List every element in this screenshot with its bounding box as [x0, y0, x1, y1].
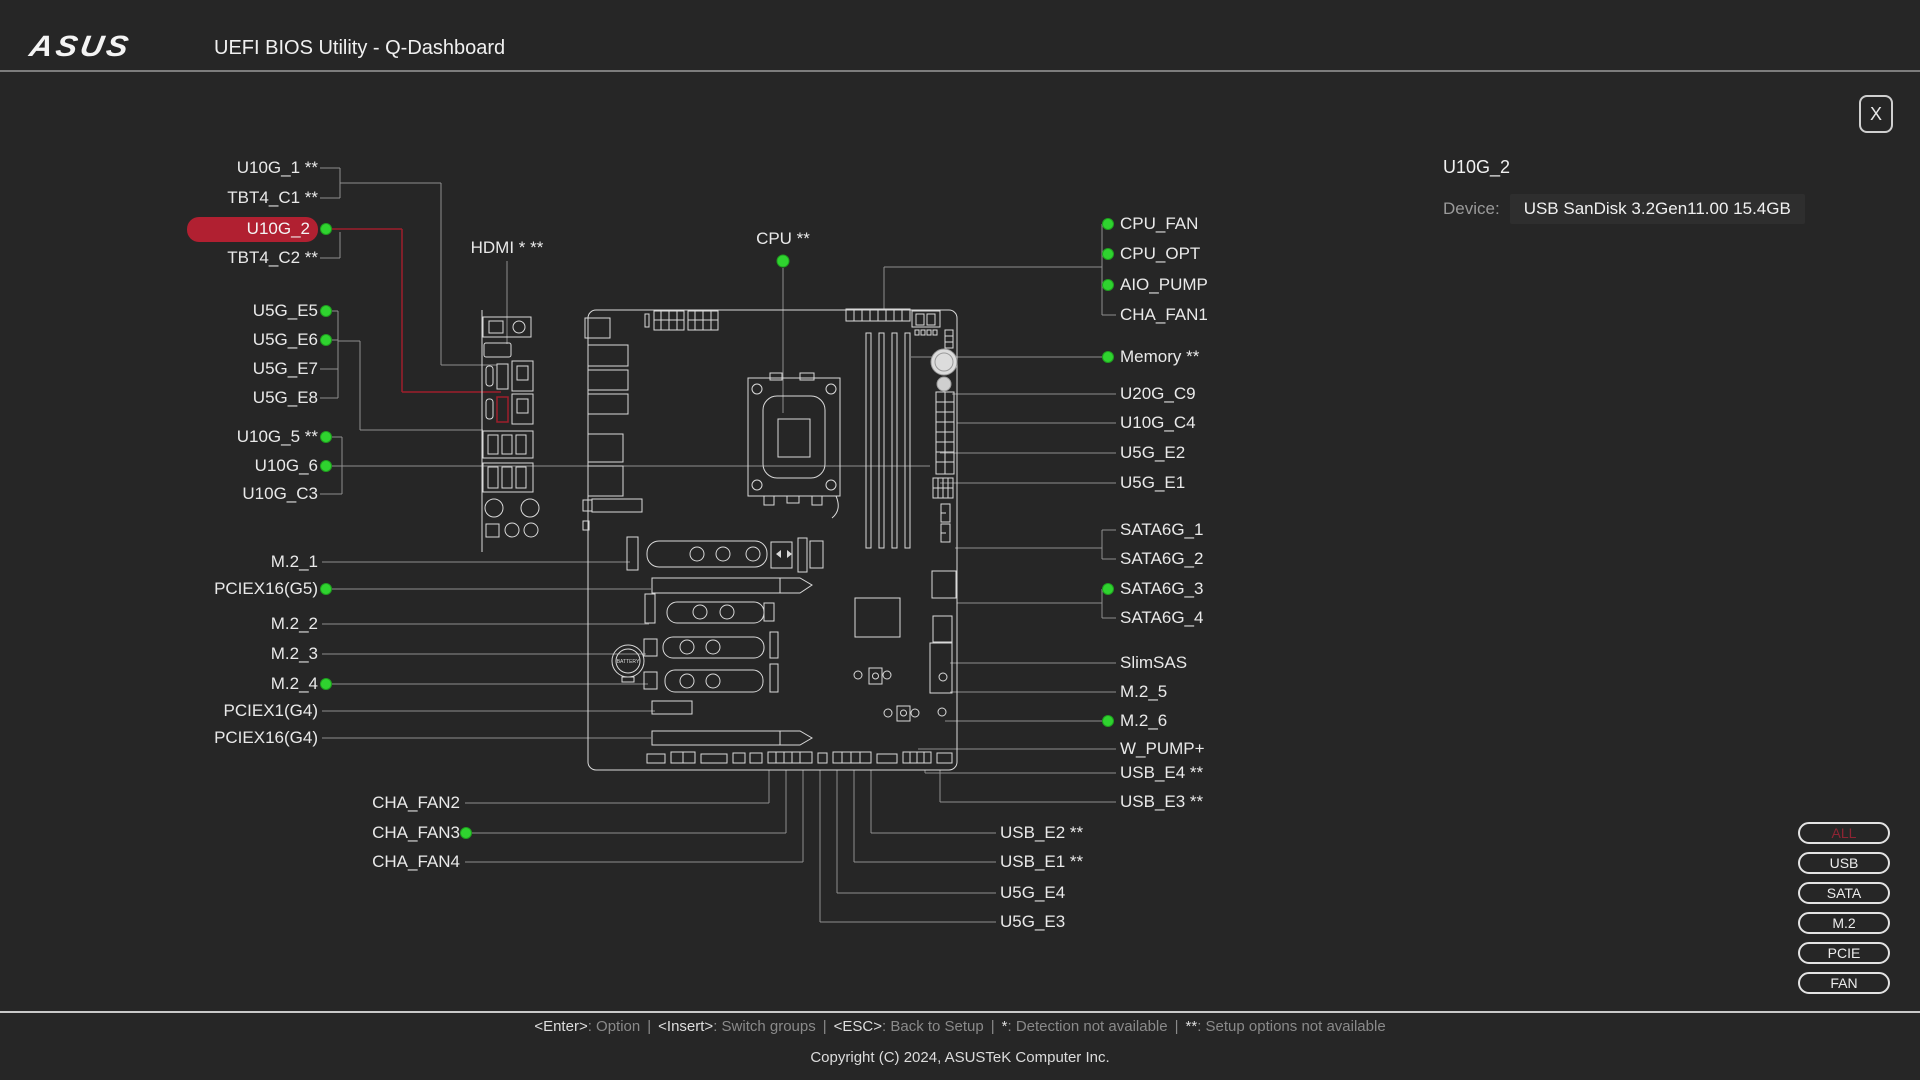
motherboard-outline	[481, 308, 958, 771]
port-label-sata6g-1[interactable]: SATA6G_1	[1120, 520, 1204, 539]
port-label-usb-e4[interactable]: USB_E4 **	[1120, 763, 1204, 782]
port-label-u10g-5[interactable]: U10G_5 **	[236, 427, 318, 446]
status-dot	[320, 678, 332, 690]
battery-label: BATTERY	[617, 659, 640, 665]
device-label: Device:	[1443, 199, 1500, 218]
filter-button-sata[interactable]: SATA	[1798, 882, 1890, 904]
status-dot	[1102, 279, 1114, 291]
help-desc-enter: : Option	[587, 1018, 641, 1035]
port-label-hdmi[interactable]: HDMI * **	[470, 238, 544, 257]
port-label-u5g-e1[interactable]: U5G_E1	[1120, 473, 1186, 492]
filter-button-pcie[interactable]: PCIE	[1798, 942, 1890, 964]
help-bar: <Enter>: Option | <Insert>: Switch groups |…	[0, 1018, 1920, 1035]
port-label-u20g-c9[interactable]: U20G_C9	[1120, 384, 1196, 403]
help-desc-insert: : Switch groups	[713, 1018, 816, 1035]
port-label-u5g-e7[interactable]: U5G_E7	[252, 359, 318, 378]
status-dot	[1102, 248, 1114, 260]
port-label-aio-pump[interactable]: AIO_PUMP	[1120, 275, 1208, 294]
status-dot	[320, 334, 332, 346]
copyright: Copyright (C) 2024, ASUSTeK Computer Inc…	[810, 1049, 1110, 1066]
status-dot	[1102, 715, 1114, 727]
filter-button-usb[interactable]: USB	[1798, 852, 1890, 874]
filter-button-all[interactable]: ALL	[1798, 822, 1890, 844]
page-title: UEFI BIOS Utility - Q-Dashboard	[214, 37, 506, 59]
port-label-u10g-c3[interactable]: U10G_C3	[242, 484, 318, 503]
filter-button-fan[interactable]: FAN	[1798, 972, 1890, 994]
port-label-u5g-e8[interactable]: U5G_E8	[252, 388, 318, 407]
status-dots	[320, 218, 1114, 839]
help-key-esc: <ESC>	[833, 1018, 883, 1035]
port-label-m2-5[interactable]: M.2_5	[1120, 682, 1168, 701]
close-button[interactable]: X	[1859, 95, 1893, 133]
port-label-sata6g-4[interactable]: SATA6G_4	[1120, 608, 1204, 627]
port-label-u5g-e5[interactable]: U5G_E5	[252, 301, 318, 320]
port-label-pciex16-g4[interactable]: PCIEX16(G4)	[214, 728, 318, 747]
port-label-usb-e3[interactable]: USB_E3 **	[1120, 792, 1204, 811]
port-label-w-pump[interactable]: W_PUMP+	[1120, 739, 1205, 758]
filter-button-m2[interactable]: M.2	[1798, 912, 1890, 934]
port-label-cpu-opt[interactable]: CPU_OPT	[1120, 244, 1201, 263]
port-label-m2-4[interactable]: M.2_4	[270, 674, 318, 693]
selected-port-highlight: U10G_2	[187, 217, 318, 242]
footer-divider	[0, 1011, 1920, 1013]
selected-port-name: U10G_2	[1443, 157, 1511, 177]
status-dot	[320, 305, 332, 317]
status-dot	[320, 583, 332, 595]
status-dot	[1102, 351, 1114, 363]
port-label-cha-fan1[interactable]: CHA_FAN1	[1120, 305, 1208, 324]
status-dot	[1102, 583, 1114, 595]
header-divider	[0, 70, 1920, 72]
help-separator: |	[822, 1018, 827, 1035]
port-label-u10g-1[interactable]: U10G_1 **	[236, 158, 318, 177]
device-info-row: Device: USB SanDisk 3.2Gen11.00 15.4GB	[1443, 194, 1805, 224]
port-label-sata6g-3[interactable]: SATA6G_3	[1120, 579, 1204, 598]
port-label-u5g-e3[interactable]: U5G_E3	[1000, 912, 1066, 931]
port-label-m2-1[interactable]: M.2_1	[270, 552, 318, 571]
port-label-u5g-e2[interactable]: U5G_E2	[1120, 443, 1186, 462]
port-label-m2-6[interactable]: M.2_6	[1120, 711, 1168, 730]
port-label-u5g-e4[interactable]: U5G_E4	[1000, 883, 1066, 902]
help-key-enter: <Enter>	[534, 1018, 588, 1035]
port-label-cha-fan2[interactable]: CHA_FAN2	[372, 793, 460, 812]
port-label-cha-fan3[interactable]: CHA_FAN3	[372, 823, 460, 842]
help-key-double-asterisk: **	[1185, 1018, 1198, 1035]
port-label-cpu[interactable]: CPU **	[756, 229, 810, 248]
port-label-tbt4-c1[interactable]: TBT4_C1 **	[227, 188, 318, 207]
status-dot	[320, 460, 332, 472]
status-dot	[320, 223, 332, 235]
port-label-sata6g-2[interactable]: SATA6G_2	[1120, 549, 1204, 568]
help-desc-esc: : Back to Setup	[882, 1018, 984, 1035]
port-label-usb-e1[interactable]: USB_E1 **	[1000, 852, 1084, 871]
port-label-u10g-c4[interactable]: U10G_C4	[1120, 413, 1196, 432]
status-dot	[460, 827, 472, 839]
port-label-cha-fan4[interactable]: CHA_FAN4	[372, 852, 460, 871]
device-value: USB SanDisk 3.2Gen11.00 15.4GB	[1509, 194, 1805, 224]
help-desc-asterisk: : Detection not available	[1007, 1018, 1168, 1035]
port-label-cpu-fan[interactable]: CPU_FAN	[1120, 214, 1199, 233]
port-label-u5g-e6[interactable]: U5G_E6	[252, 330, 318, 349]
port-label-u10g-6[interactable]: U10G_6	[254, 456, 318, 475]
help-desc-double-asterisk: : Setup options not available	[1197, 1018, 1386, 1035]
help-key-insert: <Insert>	[658, 1018, 714, 1035]
port-label-pciex16-g5[interactable]: PCIEX16(G5)	[214, 579, 318, 598]
port-label-m2-2[interactable]: M.2_2	[270, 614, 318, 633]
status-dot	[320, 431, 332, 443]
status-dot	[1102, 218, 1114, 230]
port-label-m2-3[interactable]: M.2_3	[270, 644, 318, 663]
help-separator: |	[647, 1018, 652, 1035]
port-label-u10g-2-selected[interactable]: U10G_2	[98, 217, 318, 242]
help-separator: |	[990, 1018, 995, 1035]
status-dot	[776, 254, 790, 268]
asus-logo: ASUS	[27, 29, 134, 63]
port-label-usb-e2[interactable]: USB_E2 **	[1000, 823, 1084, 842]
port-label-tbt4-c2[interactable]: TBT4_C2 **	[227, 248, 318, 267]
help-key-asterisk: *	[1001, 1018, 1008, 1035]
port-label-slimsas[interactable]: SlimSAS	[1120, 653, 1188, 672]
help-separator: |	[1174, 1018, 1179, 1035]
port-label-memory[interactable]: Memory **	[1120, 347, 1200, 366]
port-label-pciex1-g4[interactable]: PCIEX1(G4)	[223, 701, 318, 720]
